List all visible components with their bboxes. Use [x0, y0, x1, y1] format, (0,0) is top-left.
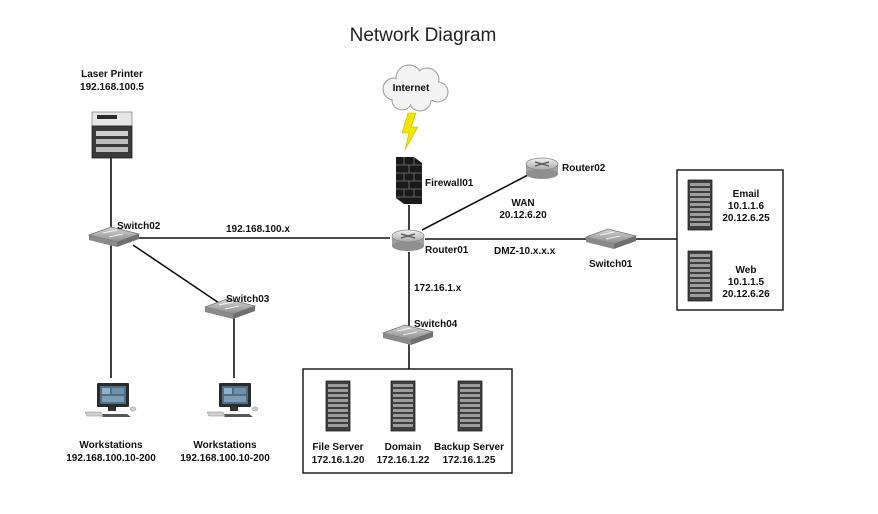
router02-label: Router02	[562, 163, 606, 174]
link-switch02-switch03	[132, 244, 223, 306]
workstation-icon	[84, 382, 137, 418]
router02-icon	[525, 157, 559, 180]
email-server-icon	[687, 179, 713, 231]
workstation2-name: Workstations	[193, 440, 257, 451]
file-server-name: File Server	[312, 442, 363, 453]
printer-ip: 192.168.100.5	[80, 82, 144, 93]
internet-cloud-icon	[382, 64, 449, 112]
workstation-icon	[206, 382, 259, 418]
backup-server-icon	[457, 380, 483, 432]
lan-subnet-label: 192.168.100.x	[226, 224, 290, 235]
workstation2-ip: 192.168.100.10-200	[180, 453, 270, 464]
email-server-ip1: 10.1.1.6	[728, 201, 765, 212]
router01-label: Router01	[425, 245, 469, 256]
file-server-icon	[325, 380, 351, 432]
link-router01-router02	[421, 174, 529, 231]
switch04-label: Switch04	[414, 319, 458, 330]
printer-icon	[91, 111, 133, 159]
email-server-name: Email	[733, 189, 760, 200]
internet-label: Internet	[393, 83, 430, 94]
connections	[110, 158, 677, 378]
domain-server-ip: 172.16.1.22	[377, 455, 430, 466]
internal-subnet-label: 172.16.1.x	[414, 283, 462, 294]
wan-title-label: WAN	[511, 198, 534, 209]
web-server-icon	[687, 250, 713, 302]
lightning-icon	[401, 112, 419, 151]
switch03-label: Switch03	[226, 294, 270, 305]
wan-ip-label: 20.12.6.20	[499, 210, 547, 221]
workstation1-name: Workstations	[79, 440, 143, 451]
router01-icon	[391, 229, 425, 252]
backup-server-ip: 172.16.1.25	[443, 455, 496, 466]
file-server-ip: 172.16.1.20	[312, 455, 365, 466]
dmz-subnet-label: DMZ-10.x.x.x	[494, 246, 556, 257]
web-server-ip1: 10.1.1.5	[728, 277, 765, 288]
email-server-ip2: 20.12.6.25	[722, 213, 770, 224]
web-server-name: Web	[736, 265, 757, 276]
firewall-label: Firewall01	[425, 178, 474, 189]
printer-name: Laser Printer	[81, 69, 143, 80]
web-server-ip2: 20.12.6.26	[722, 289, 770, 300]
switch02-label: Switch02	[117, 221, 161, 232]
domain-server-name: Domain	[385, 442, 422, 453]
switch01-label: Switch01	[589, 259, 633, 270]
domain-server-icon	[390, 380, 416, 432]
backup-server-name: Backup Server	[434, 442, 504, 453]
diagram-title: Network Diagram	[350, 25, 497, 46]
switch01-icon	[585, 228, 637, 250]
workstation1-ip: 192.168.100.10-200	[66, 453, 156, 464]
firewall-icon	[396, 157, 422, 204]
